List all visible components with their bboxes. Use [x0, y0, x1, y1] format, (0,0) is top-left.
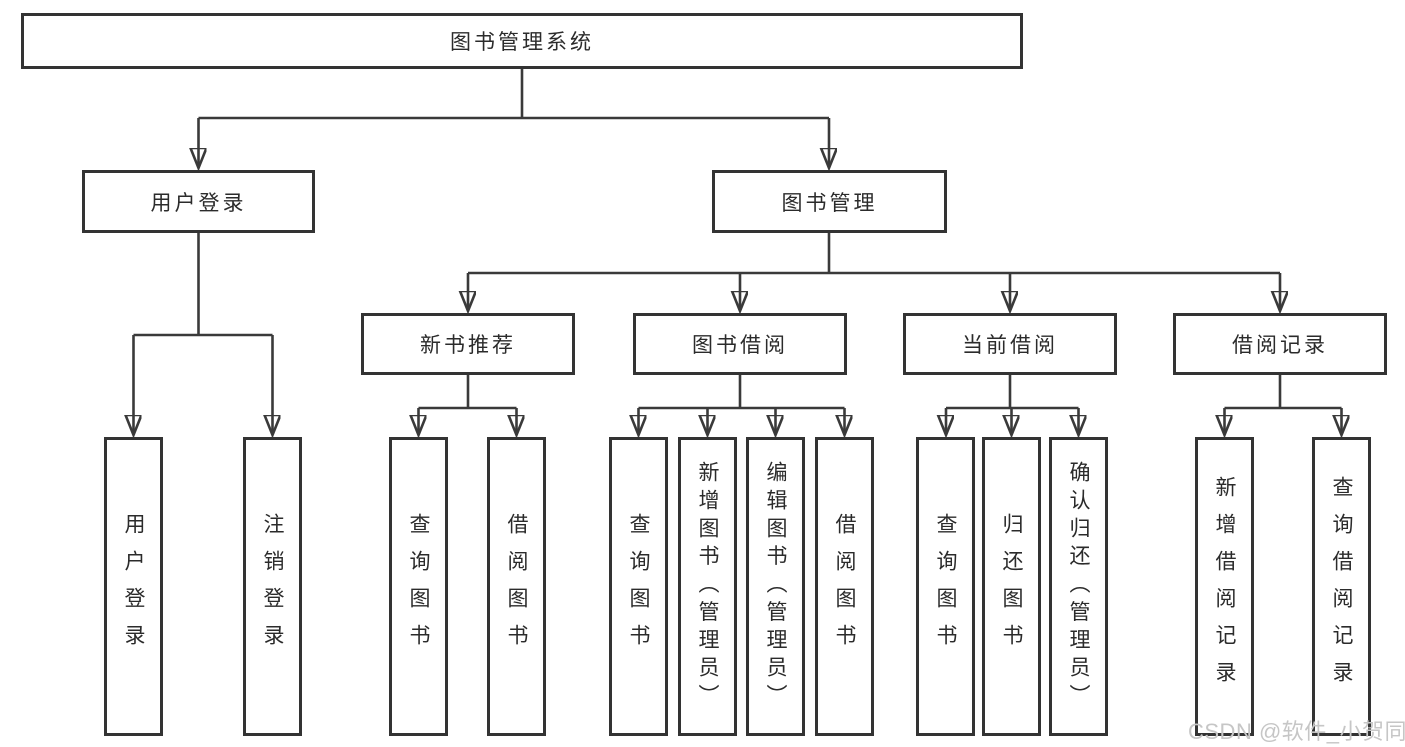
node-label: 图书管理系统	[450, 31, 594, 54]
node-label: 用户登录	[122, 512, 145, 661]
node-label: 归还图书	[1000, 512, 1023, 661]
node-label: 新增图书（管理员）	[696, 461, 719, 712]
node-label: 图书借阅	[692, 334, 788, 357]
node-label: 借阅图书	[833, 512, 856, 661]
node-label: 查询图书	[627, 512, 650, 661]
node-label: 新增借阅记录	[1213, 475, 1236, 698]
csdn-watermark: CSDN @软件_小贺同学	[1188, 719, 1405, 744]
leaf-edit-books-admin: 编辑图书（管理员）	[746, 437, 805, 736]
node-label: 借阅图书	[505, 512, 528, 661]
node-book-borrowing: 图书借阅	[633, 313, 847, 375]
node-label: 查询借阅记录	[1330, 475, 1353, 698]
node-user-login: 用户登录	[82, 170, 315, 233]
leaf-return-books: 归还图书	[982, 437, 1041, 736]
leaf-query-books-current: 查询图书	[916, 437, 975, 736]
leaf-query-books-borrowing: 查询图书	[609, 437, 668, 736]
leaf-logout: 注销登录	[243, 437, 302, 736]
node-label: 查询图书	[407, 512, 430, 661]
node-book-management: 图书管理	[712, 170, 947, 233]
leaf-user-login: 用户登录	[104, 437, 163, 736]
leaf-add-books-admin: 新增图书（管理员）	[678, 437, 737, 736]
node-label: 借阅记录	[1232, 334, 1328, 357]
leaf-borrow-books-recommend: 借阅图书	[487, 437, 546, 736]
node-book-management-system: 图书管理系统	[21, 13, 1023, 69]
node-label: 编辑图书（管理员）	[764, 461, 787, 712]
node-label: 当前借阅	[962, 334, 1058, 357]
node-label: 注销登录	[261, 512, 284, 661]
leaf-add-borrow-record: 新增借阅记录	[1195, 437, 1254, 736]
node-label: 确认归还（管理员）	[1067, 461, 1090, 712]
leaf-query-borrow-record: 查询借阅记录	[1312, 437, 1371, 736]
node-label: 用户登录	[150, 191, 247, 215]
leaf-confirm-return-admin: 确认归还（管理员）	[1049, 437, 1108, 736]
leaf-query-books-recommend: 查询图书	[389, 437, 448, 736]
node-label: 新书推荐	[420, 334, 516, 357]
node-label: 查询图书	[934, 512, 957, 661]
node-new-book-recommend: 新书推荐	[361, 313, 575, 375]
node-label: 图书管理	[781, 191, 878, 215]
node-current-borrowing: 当前借阅	[903, 313, 1117, 375]
leaf-borrow-books: 借阅图书	[815, 437, 874, 736]
node-borrowing-records: 借阅记录	[1173, 313, 1387, 375]
